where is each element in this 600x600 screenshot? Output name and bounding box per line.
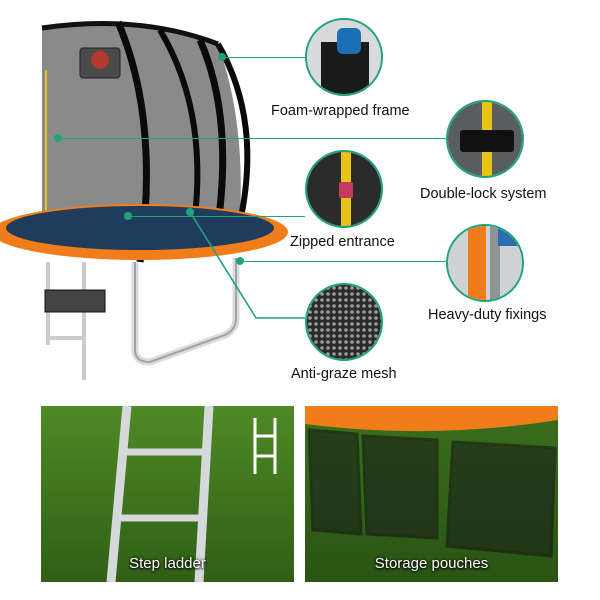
connector-dot-zip [124,212,132,220]
storage-pouches-panel: Storage pouches [305,406,558,582]
feature-label-zipped-entrance: Zipped entrance [290,234,395,250]
heavy-duty-fixings-image [446,224,524,302]
double-lock-image [446,100,524,178]
connector-fixings [240,261,450,262]
anti-graze-mesh-image [305,283,383,361]
connector-dot-mesh [186,208,194,216]
step-ladder-caption: Step ladder [129,555,206,572]
foam-frame-image [305,18,383,96]
storage-pouches-caption: Storage pouches [374,555,489,572]
zipped-entrance-image [305,150,383,228]
step-ladder-panel: Step ladder [41,406,294,582]
connector-lock [58,138,446,139]
connector-dot-lock [54,134,62,142]
feature-label-double-lock: Double-lock system [420,186,547,202]
connector-mesh [189,211,305,319]
connector-dot-fixings [236,257,244,265]
feature-label-heavy-duty-fixings: Heavy-duty fixings [428,307,547,323]
trampoline-illustration [0,20,288,380]
connector-dot-foam [218,53,226,61]
feature-label-anti-graze-mesh: Anti-graze mesh [291,366,397,382]
storage-pouches-image [305,406,558,582]
step-ladder-image [41,406,294,582]
connector-foam [222,57,307,58]
feature-label-foam-frame: Foam-wrapped frame [271,103,410,119]
connector-zip [128,216,305,217]
